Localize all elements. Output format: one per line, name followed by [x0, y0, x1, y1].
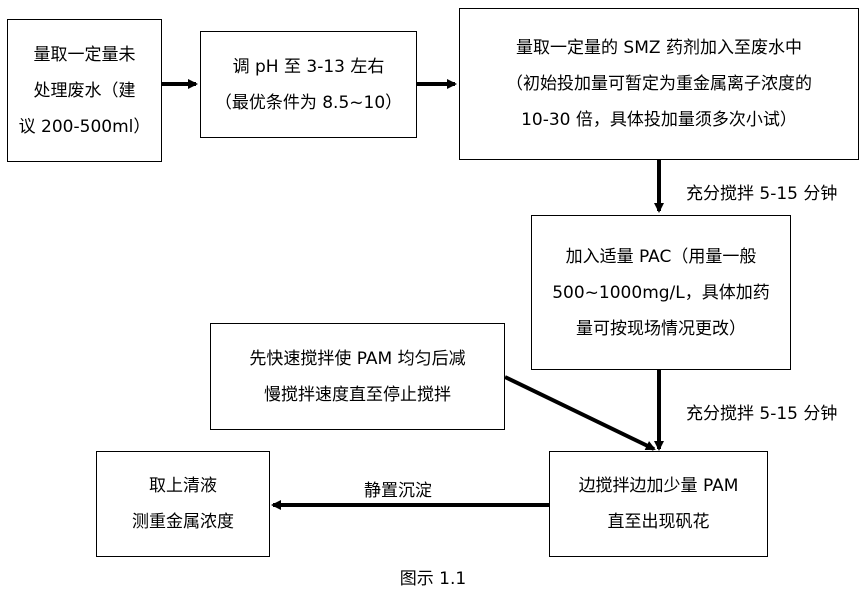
box-line: 10-30 倍，具体投加量须多次小试） [521, 110, 797, 130]
box-line: 量取一定量未 [33, 44, 136, 65]
box-adjust-ph: 调 pH 至 3-13 左右 （最优条件为 8.5~10） [200, 31, 417, 138]
box-line: 量取一定量的 SMZ 药剂加入至废水中 [516, 38, 802, 58]
box-line: 慢搅拌速度直至停止搅拌 [264, 384, 451, 405]
box-add-pac: 加入适量 PAC（用量一般 500~1000mg/L，具体加药 量可按现场情况更… [531, 215, 791, 370]
figure-caption: 图示 1.1 [399, 569, 467, 589]
box-line: 议 200-500ml） [18, 116, 151, 137]
box-line: 测重金属浓度 [132, 512, 234, 532]
box-stirring-note: 先快速搅拌使 PAM 均匀后减 慢搅拌速度直至停止搅拌 [210, 323, 505, 430]
box-line: 处理废水（建 [33, 80, 136, 101]
box-add-pam: 边搅拌边加少量 PAM 直至出现矾花 [549, 451, 768, 557]
box-line: （初始投加量可暂定为重金属离子浓度的 [506, 74, 812, 94]
box-line: 直至出现矾花 [607, 512, 710, 532]
edge-label-stir-2: 充分搅拌 5-15 分钟 [686, 404, 838, 424]
box-measure-metals: 取上清液 测重金属浓度 [96, 451, 270, 557]
edge-label-stir-1: 充分搅拌 5-15 分钟 [686, 184, 838, 204]
box-line: （最优条件为 8.5~10） [214, 92, 403, 113]
box-line: 量可按现场情况更改） [576, 318, 746, 339]
box-line: 边搅拌边加少量 PAM [578, 476, 739, 496]
arrow-stirnote-to-pam [504, 375, 656, 451]
box-line: 调 pH 至 3-13 左右 [232, 56, 385, 77]
box-add-smz: 量取一定量的 SMZ 药剂加入至废水中 （初始投加量可暂定为重金属离子浓度的 1… [459, 8, 859, 160]
edge-label-settle: 静置沉淀 [364, 481, 432, 501]
box-line: 加入适量 PAC（用量一般 [565, 246, 757, 267]
box-line: 500~1000mg/L，具体加药 [552, 282, 770, 303]
box-line: 先快速搅拌使 PAM 均匀后减 [249, 348, 466, 369]
box-sample-wastewater: 量取一定量未 处理废水（建 议 200-500ml） [7, 19, 162, 162]
box-line: 取上清液 [149, 476, 217, 496]
